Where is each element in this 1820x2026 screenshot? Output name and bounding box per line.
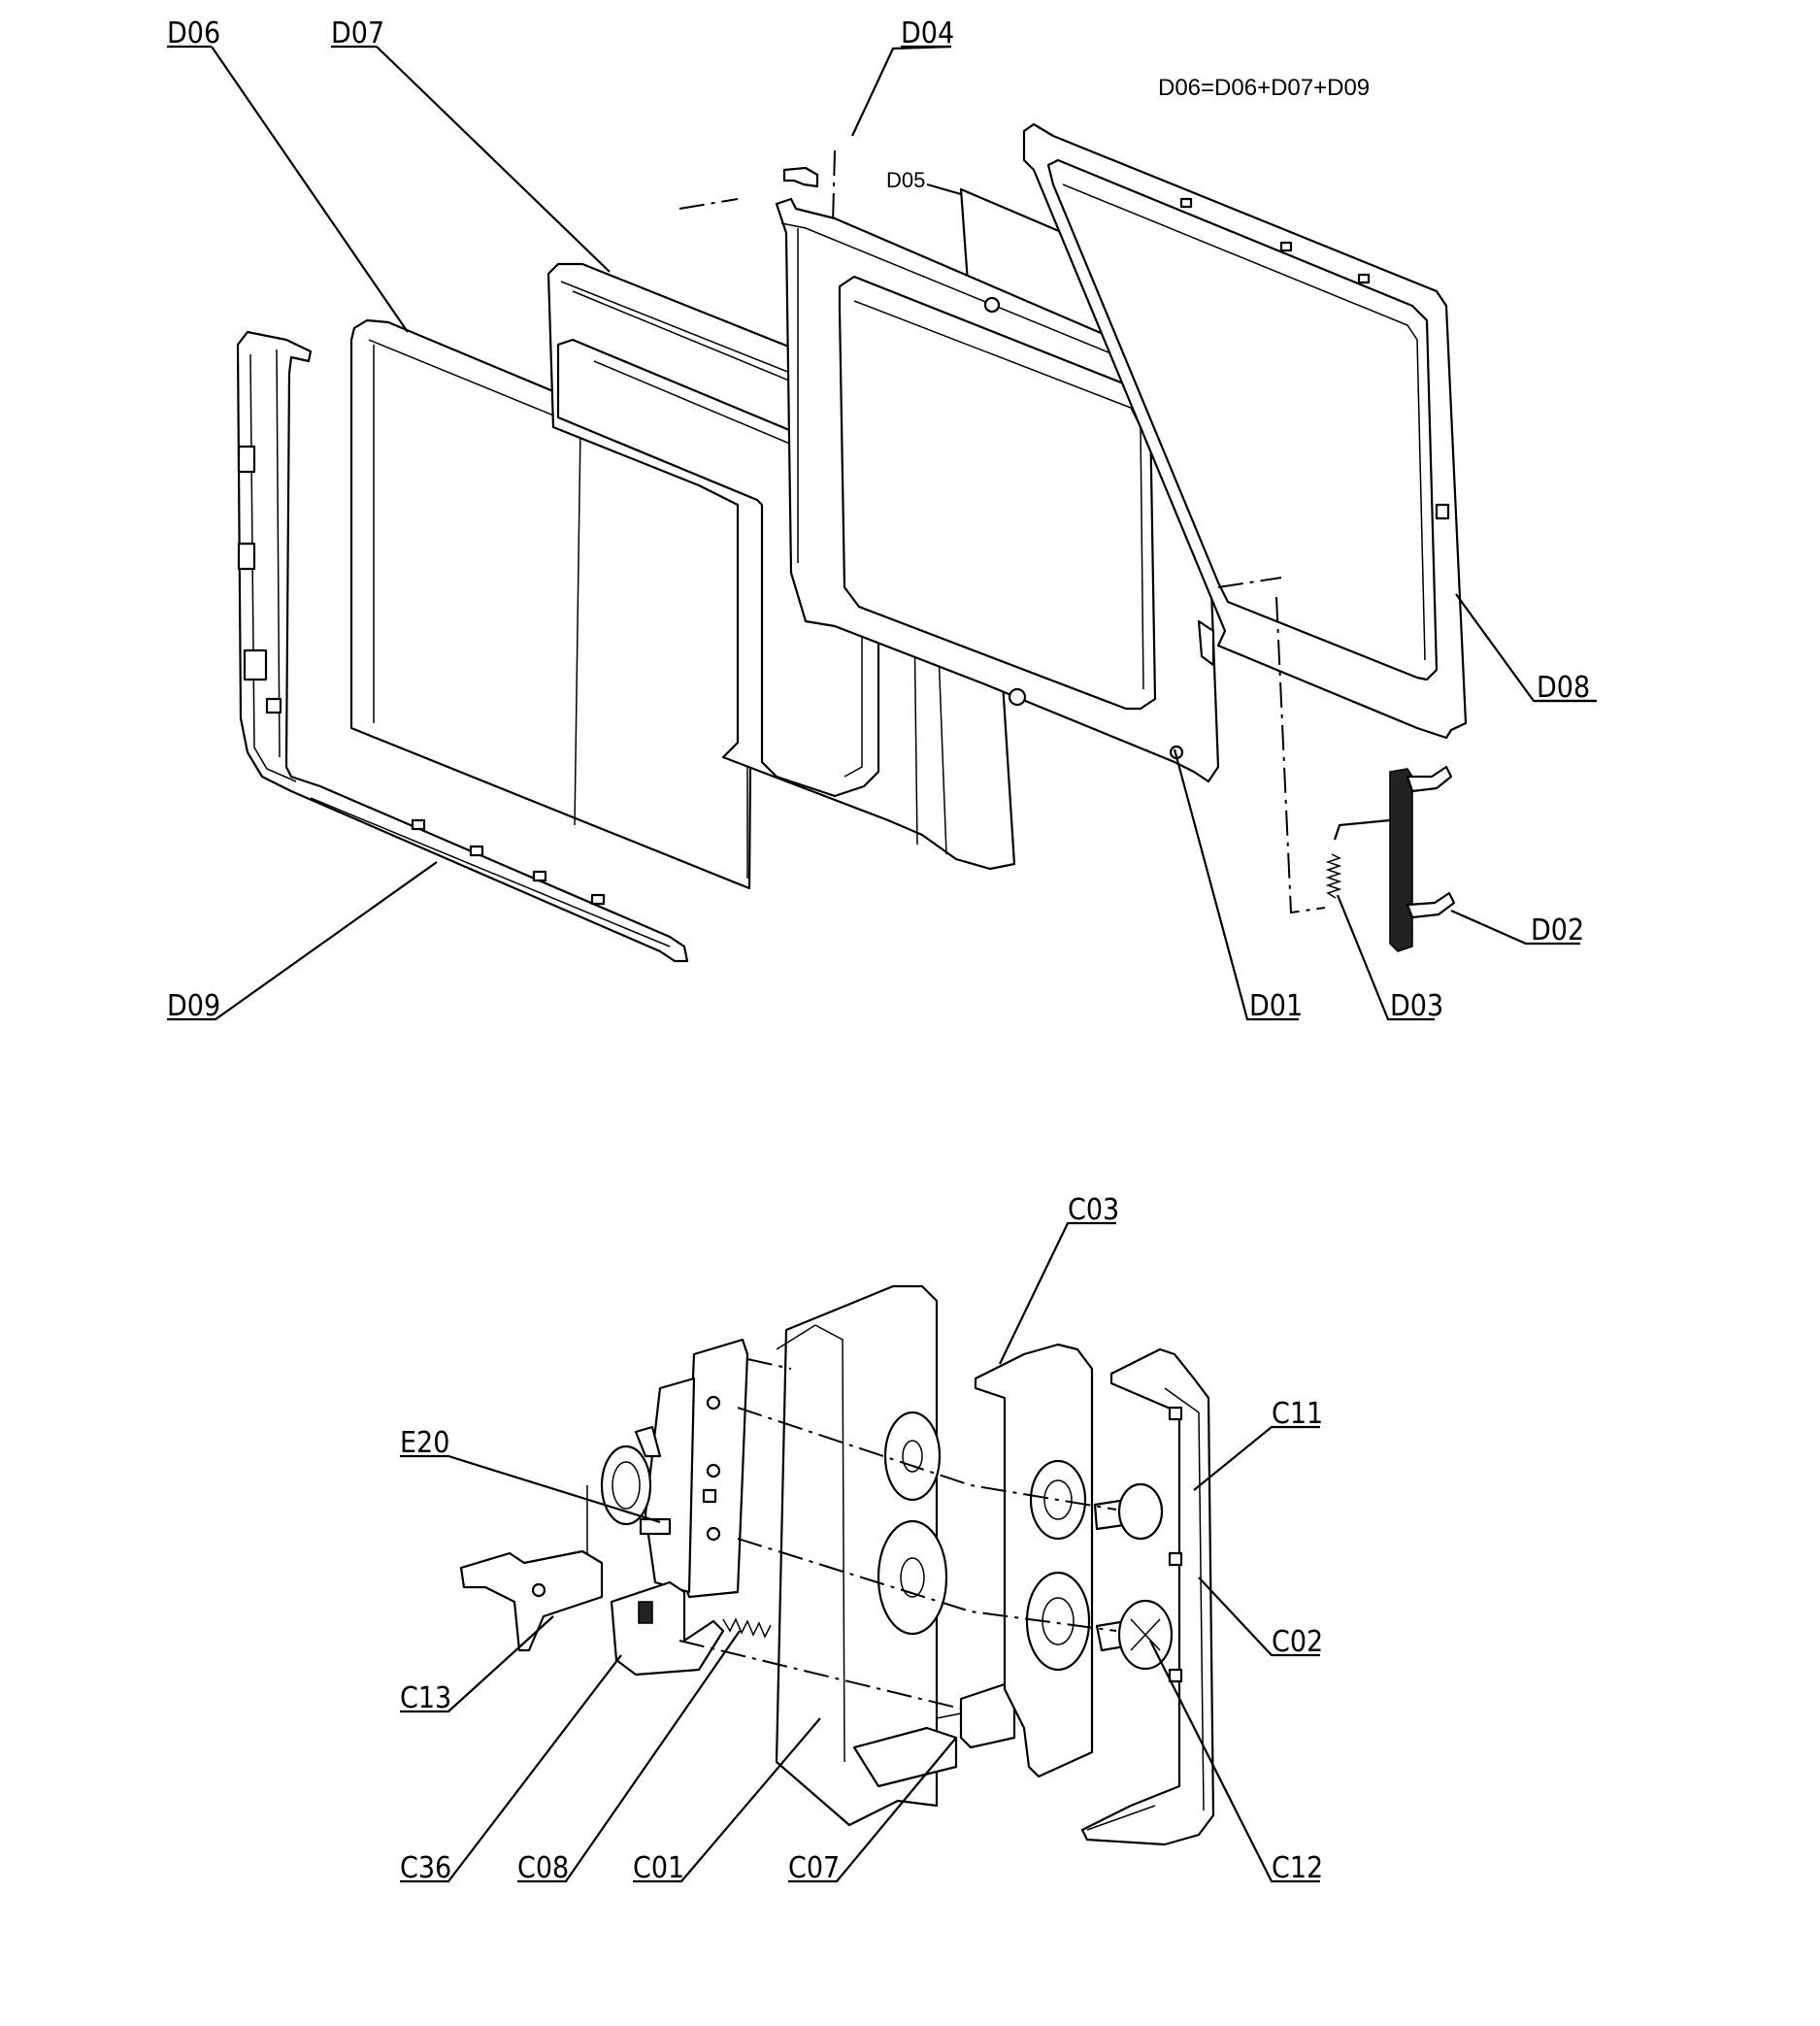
leader-c07 — [788, 1737, 957, 1883]
axis-bottom — [678, 1640, 962, 1710]
label-c01: C01 — [633, 1851, 684, 1885]
leader-d02 — [1450, 909, 1580, 946]
part-c12-knob — [1095, 1599, 1174, 1671]
part-c11-knob — [1093, 1482, 1164, 1541]
label-d02: D02 — [1531, 913, 1584, 947]
label-d03: D03 — [1390, 989, 1443, 1023]
label-c07: C07 — [788, 1851, 840, 1885]
leader-d09 — [167, 861, 438, 1021]
leader-d03 — [1336, 894, 1435, 1021]
part-e20-timer — [586, 1338, 749, 1599]
leader-d05 — [926, 183, 962, 196]
label-d06: D06 — [167, 17, 220, 50]
part-d03-spring — [1217, 577, 1342, 914]
axis-top — [746, 1358, 792, 1370]
label-d04: D04 — [901, 17, 954, 50]
leader-c36 — [400, 1654, 622, 1883]
leader-e20 — [400, 1454, 661, 1524]
label-d07: D07 — [331, 17, 384, 50]
part-c01-panel-frame — [775, 1284, 958, 1827]
leader-d06 — [211, 46, 409, 333]
leader-d04 — [851, 45, 952, 137]
part-d08-choke-cover — [1022, 122, 1468, 740]
label-c12: C12 — [1272, 1851, 1323, 1885]
part-d09-door-trim — [236, 330, 689, 963]
axis-lower-shaft — [737, 1538, 1117, 1632]
label-d09: D09 — [167, 989, 220, 1023]
leader-c11 — [1193, 1425, 1320, 1491]
label-c08: C08 — [517, 1851, 569, 1885]
label-c02: C02 — [1272, 1625, 1323, 1659]
label-c03: C03 — [1068, 1193, 1119, 1227]
part-c08-spring — [722, 1617, 772, 1639]
leader-c13 — [400, 1615, 554, 1713]
label-d01: D01 — [1249, 989, 1303, 1023]
label-d05: D05 — [886, 168, 925, 192]
label-c36: C36 — [400, 1851, 451, 1885]
leader-c01 — [633, 1717, 821, 1883]
formula-note: D06=D06+D07+D09 — [1158, 75, 1370, 101]
part-c36-switch-holder — [610, 1580, 725, 1677]
label-c11: C11 — [1272, 1397, 1323, 1431]
part-d04-bracket — [678, 149, 836, 224]
label-c13: C13 — [400, 1681, 451, 1715]
leader-c12 — [1149, 1640, 1320, 1883]
part-d02-latch — [1333, 765, 1456, 952]
control-panel-assembly: C03 C11 C02 C12 E20 C13 C36 C08 C01 C07 — [400, 1193, 1323, 1885]
leader-d01 — [1173, 748, 1299, 1021]
door-assembly: D06 D07 D04 D05 D06=D06+D07+D09 D08 D09 … — [167, 17, 1597, 1023]
leader-c03 — [999, 1221, 1116, 1365]
label-e20: E20 — [400, 1426, 449, 1460]
leader-c02 — [1198, 1577, 1320, 1657]
part-c13-lever — [459, 1549, 604, 1652]
leader-d07 — [376, 46, 611, 273]
leader-c08 — [517, 1630, 741, 1883]
axis-upper-shaft — [737, 1407, 1117, 1511]
label-d08: D08 — [1537, 671, 1590, 705]
part-c02-control-panel — [1080, 1347, 1215, 1846]
